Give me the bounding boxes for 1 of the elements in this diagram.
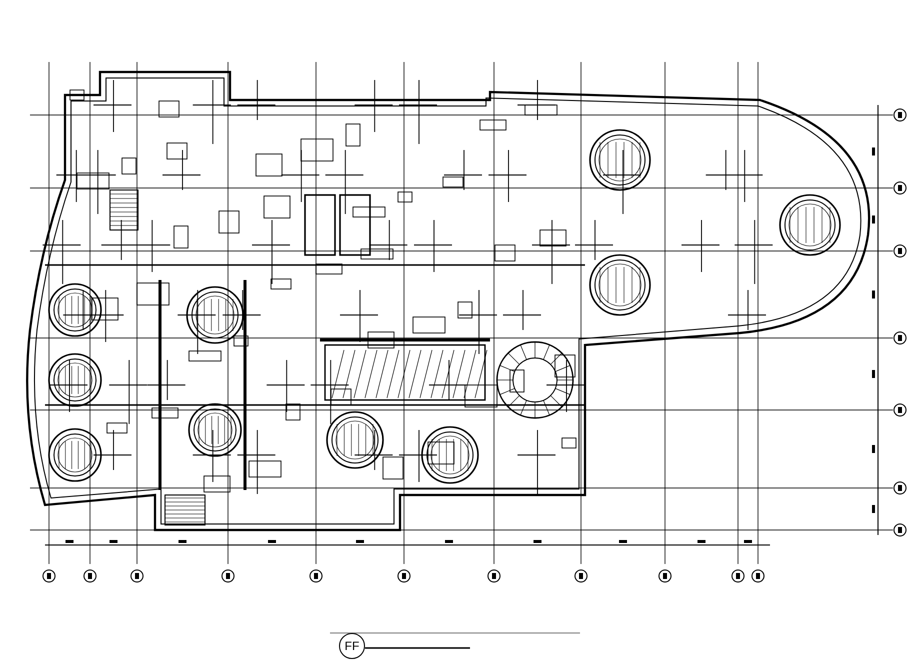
drawing-number: FF xyxy=(339,633,365,659)
